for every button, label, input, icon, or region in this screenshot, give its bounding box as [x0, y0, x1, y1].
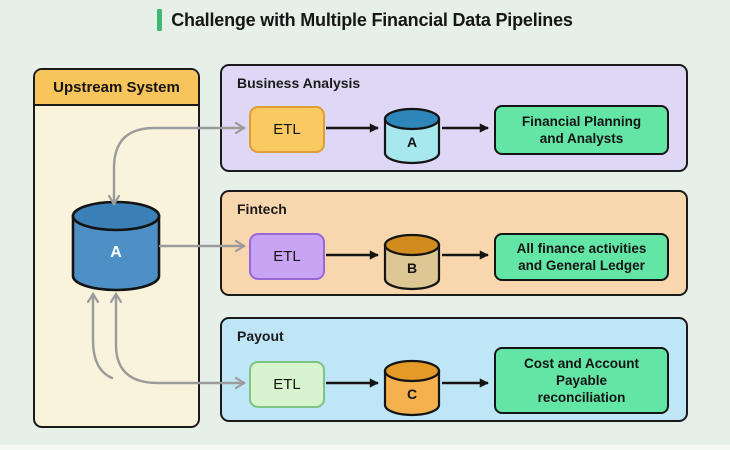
diagram-title-row: Challenge with Multiple Financial Data P… — [0, 9, 730, 31]
database-a-cylinder: A — [383, 107, 441, 165]
page-title: Challenge with Multiple Financial Data P… — [171, 9, 573, 30]
title-accent-bar — [157, 9, 163, 31]
output-box-business-analysis: Financial Planning and Analysts — [494, 105, 669, 155]
pipeline-payout: Payout ETL C Cost and Account Payable re… — [220, 317, 688, 422]
pipeline-fintech: Fintech ETL B All finance activities and… — [220, 190, 688, 296]
etl-box-fintech: ETL — [249, 233, 325, 280]
etl-box-payout: ETL — [249, 361, 325, 408]
database-b-label: B — [407, 260, 417, 276]
bottom-edge-strip — [0, 445, 730, 450]
database-c-cylinder: C — [383, 359, 441, 417]
database-b-cylinder: B — [383, 233, 441, 291]
database-c-label: C — [407, 386, 417, 402]
pipeline-business-analysis: Business Analysis ETL A Financial Planni… — [220, 64, 688, 172]
database-a-label: A — [407, 134, 417, 150]
pipeline-fintech-label: Fintech — [237, 201, 287, 217]
upstream-database-label: A — [110, 244, 122, 261]
pipeline-payout-label: Payout — [237, 328, 284, 344]
output-box-fintech: All finance activities and General Ledge… — [494, 233, 669, 281]
upstream-system-header: Upstream System — [35, 70, 198, 106]
pipeline-business-analysis-label: Business Analysis — [237, 75, 361, 91]
output-box-payout: Cost and Account Payable reconciliation — [494, 347, 669, 414]
upstream-database-cylinder: A — [71, 200, 161, 292]
etl-box-business-analysis: ETL — [249, 106, 325, 153]
